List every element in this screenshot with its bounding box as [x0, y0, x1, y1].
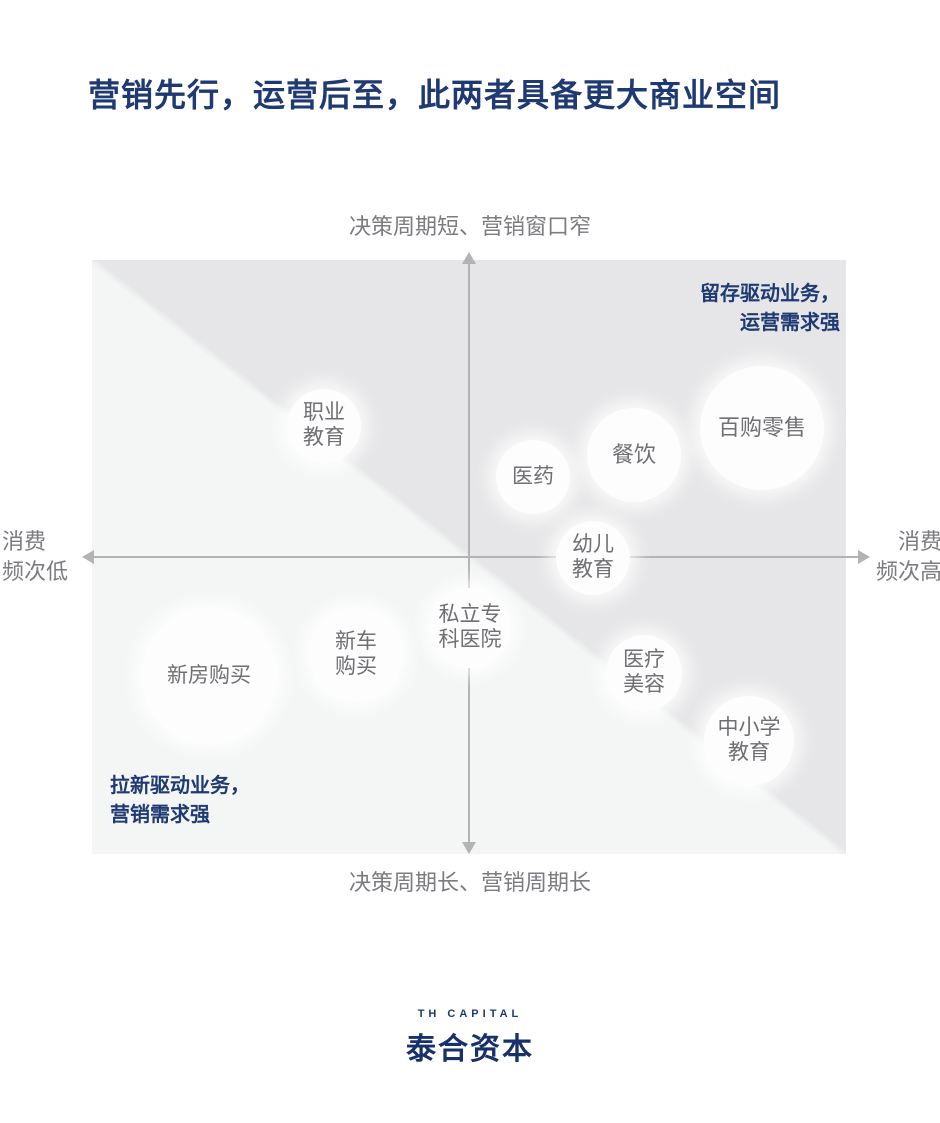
arrow-up-icon — [462, 252, 476, 264]
page-title: 营销先行，运营后至，此两者具备更大商业空间 — [88, 77, 782, 113]
arrow-down-icon — [462, 842, 476, 854]
quadrant-caption-top-right: 留存驱动业务， 运营需求强 — [700, 283, 840, 334]
arrow-left-icon — [82, 550, 94, 564]
bubble-0[interactable]: 职业 教育 — [287, 389, 361, 463]
arrow-right-icon — [858, 550, 870, 564]
axis-label-right: 消费 频次高 — [875, 529, 940, 584]
axis-label-bottom: 决策周期长、营销周期长 — [348, 870, 591, 895]
footer-logo: TH CAPITAL 泰合资本 — [0, 1008, 940, 1068]
bubble-6[interactable]: 新房购买 — [141, 608, 277, 744]
vertical-axis-line — [468, 262, 470, 844]
bubble-8[interactable]: 医疗 美容 — [606, 635, 682, 711]
bubble-1[interactable]: 医药 — [496, 440, 570, 514]
bubble-4[interactable]: 幼儿 教育 — [556, 521, 630, 595]
axis-label-left: 消费 频次低 — [2, 529, 69, 584]
bubble-2[interactable]: 餐饮 — [587, 408, 681, 502]
axis-label-top: 决策周期短、营销窗口窄 — [348, 214, 591, 239]
bubble-9[interactable]: 中小学 教育 — [704, 696, 794, 786]
bubble-5[interactable]: 私立专 科医院 — [430, 588, 510, 668]
bubble-3[interactable]: 百购零售 — [700, 366, 824, 490]
horizontal-axis-line — [92, 556, 860, 558]
bubble-7[interactable]: 新车 购买 — [309, 608, 403, 702]
quadrant-caption-bottom-left: 拉新驱动业务， 营销需求强 — [110, 775, 250, 826]
logo-english: TH CAPITAL — [417, 1008, 523, 1020]
logo-chinese: 泰合资本 — [406, 1033, 534, 1066]
